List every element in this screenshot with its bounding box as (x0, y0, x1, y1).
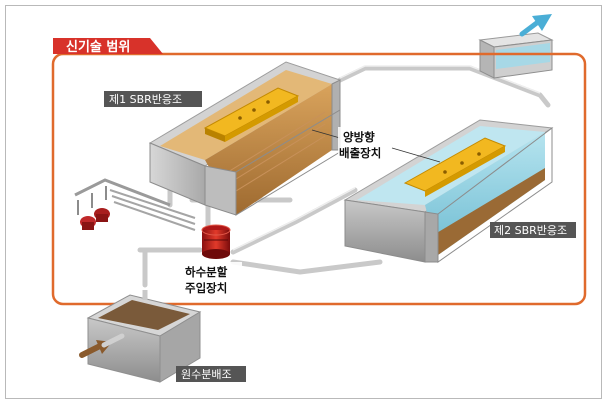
inflow-label-line1: 하수분할 (185, 265, 228, 279)
reactor-1-label: 제1 SBR반응조 (104, 91, 202, 107)
decanter-callout: 양방향 배출장치 (311, 127, 441, 163)
influent-arrow (79, 333, 125, 358)
distribution-tank-label: 원수분배조 (176, 366, 246, 382)
blower-motors (80, 208, 110, 230)
reactor-1-label-text: 제1 SBR반응조 (109, 93, 182, 106)
scope-title: 신기술 범위 (66, 39, 130, 55)
reactor-2-label-text: 제2 SBR반응조 (494, 224, 567, 237)
inflow-label-line2: 주입장치 (185, 281, 227, 295)
decanter-label-line2: 배출장치 (339, 146, 381, 160)
scope-border (51, 52, 587, 306)
reactor-1 (148, 61, 342, 216)
distribution-tank (86, 290, 202, 383)
inflow-device (201, 224, 231, 259)
decanter-label-line1: 양방향 (343, 130, 375, 144)
pipe-highlights (232, 65, 541, 251)
scope-badge: 신기술 범위 (53, 38, 163, 55)
decanter-2 (403, 137, 507, 197)
reactor-2 (343, 119, 554, 263)
blower-unit (74, 178, 196, 231)
inflow-device-label: 하수분할 주입장치 (180, 262, 242, 296)
effluent-tank (478, 32, 554, 79)
reactor-2-label: 제2 SBR반응조 (490, 222, 576, 238)
distribution-tank-label-text: 원수분배조 (181, 368, 232, 381)
effluent-arrow (519, 14, 552, 37)
decanter-1 (203, 87, 300, 142)
